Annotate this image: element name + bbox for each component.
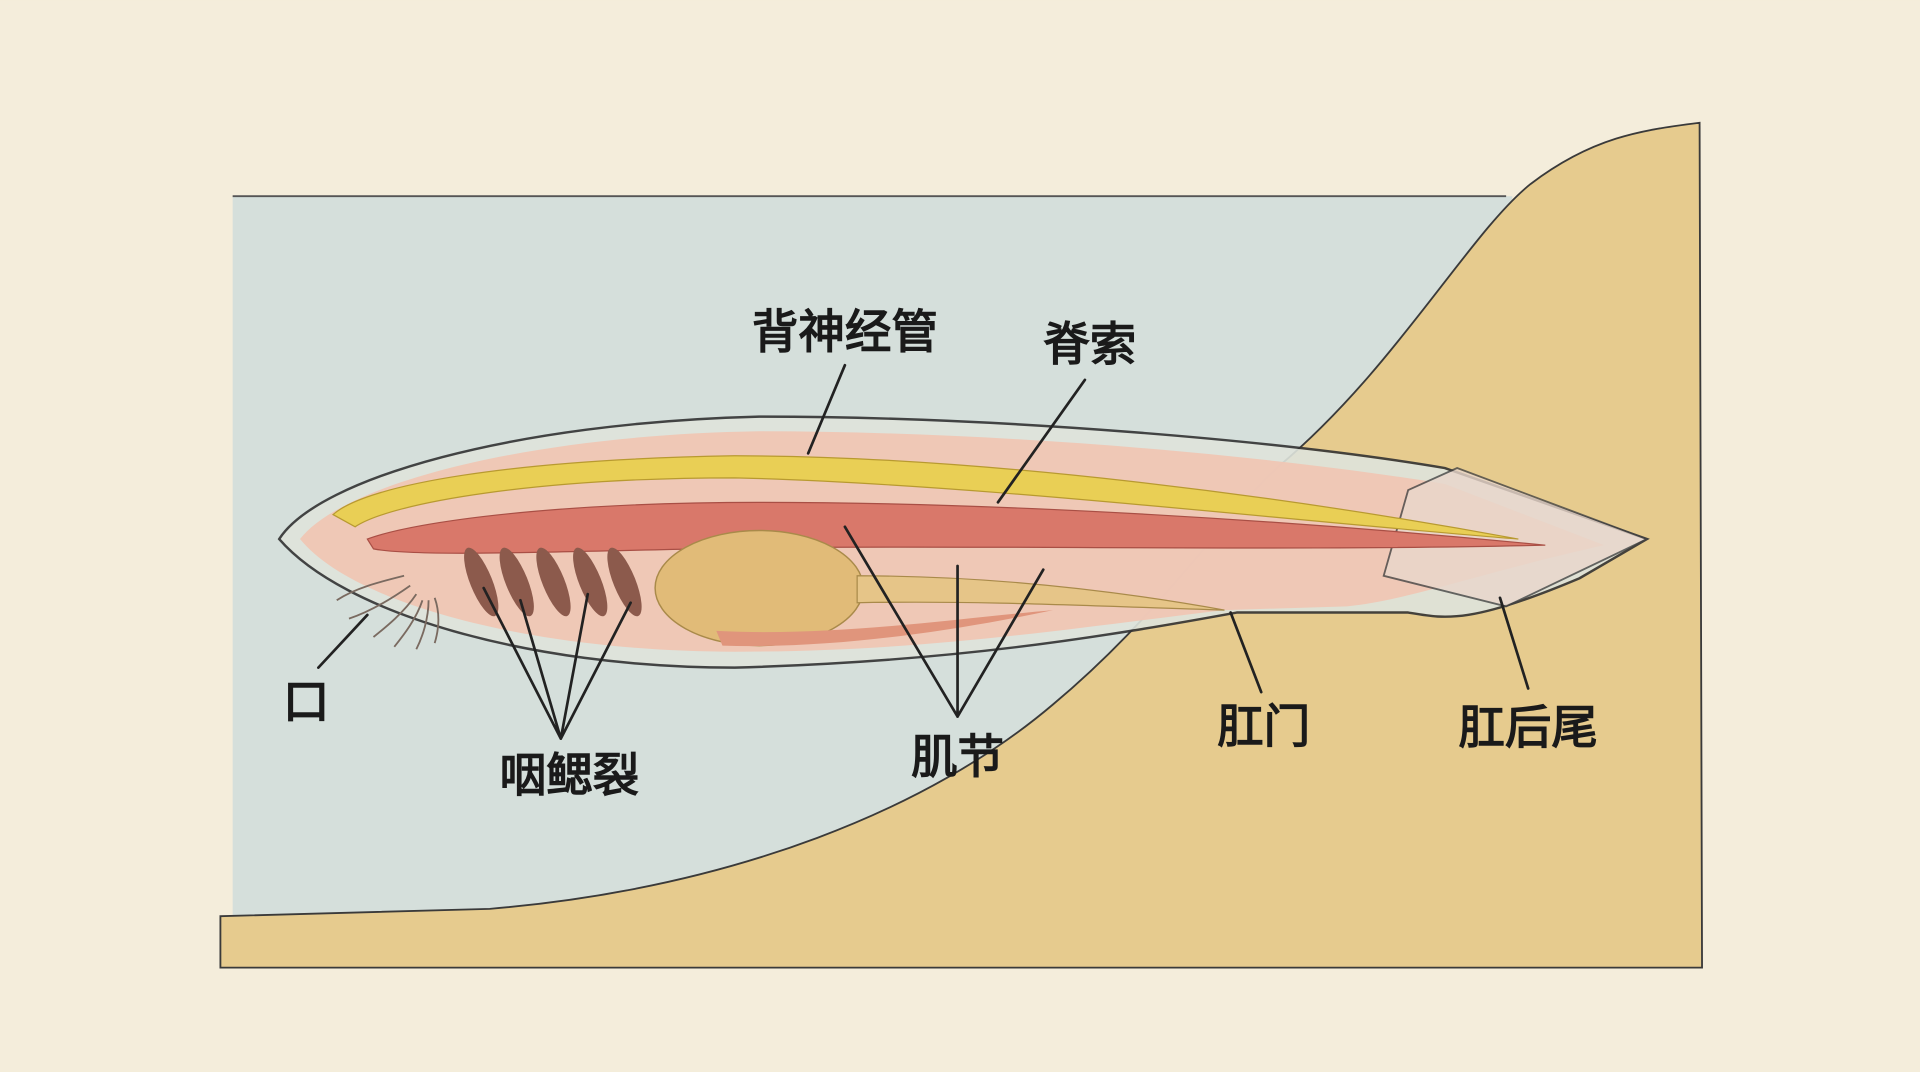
ventral-vessel	[716, 610, 1054, 647]
notochord	[366, 501, 1546, 554]
label-myomeres: 肌节	[911, 730, 1004, 784]
gill-slits	[464, 547, 642, 617]
dorsal-nerve-cord	[332, 455, 1519, 540]
gut	[654, 529, 865, 647]
tail-fin	[1382, 467, 1650, 608]
oral-cirri	[336, 574, 440, 650]
label-dorsal-nerve-cord: 背神经管	[752, 305, 938, 359]
lancelet-body	[277, 415, 1650, 669]
label-mouth: 口	[283, 675, 330, 729]
label-post-anal-tail: 肛后尾	[1458, 701, 1598, 755]
label-anus: 肛门	[1217, 699, 1310, 753]
label-notochord: 脊索	[1043, 317, 1136, 371]
leader-lines	[317, 363, 1530, 741]
label-gill-slits: 咽鳃裂	[500, 748, 640, 802]
